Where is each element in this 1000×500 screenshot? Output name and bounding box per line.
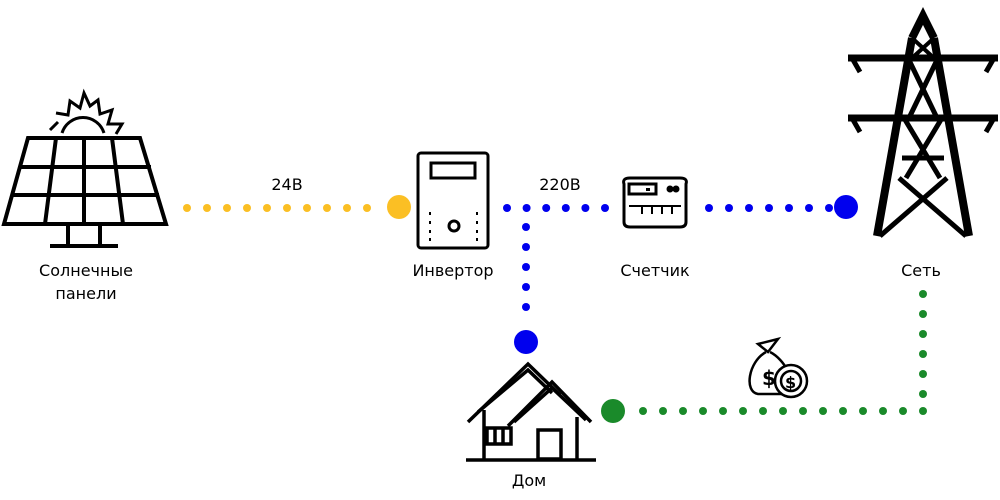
line-dot (859, 407, 867, 415)
line-dot (765, 204, 773, 212)
line-dot (699, 407, 707, 415)
line-dot (522, 263, 530, 271)
line-dot (522, 243, 530, 251)
export-connection-line (601, 290, 927, 423)
line-dot (522, 283, 530, 291)
line-dot (899, 407, 907, 415)
grid-node (834, 195, 858, 219)
line-dot (759, 407, 767, 415)
line-dot (303, 204, 311, 212)
line-dot (183, 204, 191, 212)
line-dot (745, 204, 753, 212)
ac-voltage-label: 220В (539, 175, 581, 194)
line-dot (919, 407, 927, 415)
line-dot (542, 204, 551, 212)
house-export-node (601, 399, 625, 423)
house-label: Дом (512, 471, 546, 490)
line-dot (919, 350, 927, 358)
line-dot (725, 204, 733, 212)
line-dot (785, 204, 793, 212)
line-dot (679, 407, 687, 415)
solar-panel-icon (1, 88, 169, 248)
line-dot (705, 204, 713, 212)
dc-voltage-label: 24В (271, 175, 302, 194)
line-dot (503, 204, 511, 212)
line-dot (819, 407, 827, 415)
line-dot (919, 390, 927, 398)
line-dot (283, 204, 291, 212)
line-dot (263, 204, 271, 212)
ac-connection-line (503, 195, 858, 354)
house-node (514, 330, 538, 354)
line-dot (879, 407, 887, 415)
svg-text:$: $ (785, 373, 796, 392)
line-dot (919, 290, 927, 298)
grid-label: Сеть (901, 261, 941, 280)
line-dot (659, 407, 667, 415)
house-icon (466, 361, 596, 462)
line-dot (739, 407, 747, 415)
money-bag-coin-icon: $ $ (748, 336, 809, 399)
meter-label: Счетчик (620, 261, 690, 280)
line-dot (601, 204, 609, 212)
dc-node (387, 195, 411, 219)
line-dot (522, 204, 531, 212)
line-dot (919, 310, 927, 318)
line-dot (825, 204, 833, 212)
line-dot (363, 204, 371, 212)
line-dot (719, 407, 727, 415)
solar-label-line1: Солнечные (39, 261, 133, 280)
line-dot (561, 204, 570, 212)
line-dot (243, 204, 251, 212)
svg-text:$: $ (762, 366, 776, 390)
line-dot (522, 303, 530, 311)
line-dot (581, 204, 590, 212)
line-dot (522, 223, 530, 231)
line-dot (343, 204, 351, 212)
line-dot (323, 204, 331, 212)
line-dot (919, 330, 927, 338)
power-tower-icon (848, 7, 998, 238)
electric-meter-icon (622, 176, 688, 229)
line-dot (223, 204, 231, 212)
inverter-icon (416, 151, 490, 250)
line-dot (799, 407, 807, 415)
line-dot (839, 407, 847, 415)
line-dot (639, 407, 647, 415)
line-dot (919, 370, 927, 378)
inverter-label: Инвертор (412, 261, 493, 280)
dc-connection-line (183, 195, 411, 219)
line-dot (203, 204, 211, 212)
line-dot (805, 204, 813, 212)
line-dot (779, 407, 787, 415)
solar-label-line2: панели (55, 284, 116, 303)
